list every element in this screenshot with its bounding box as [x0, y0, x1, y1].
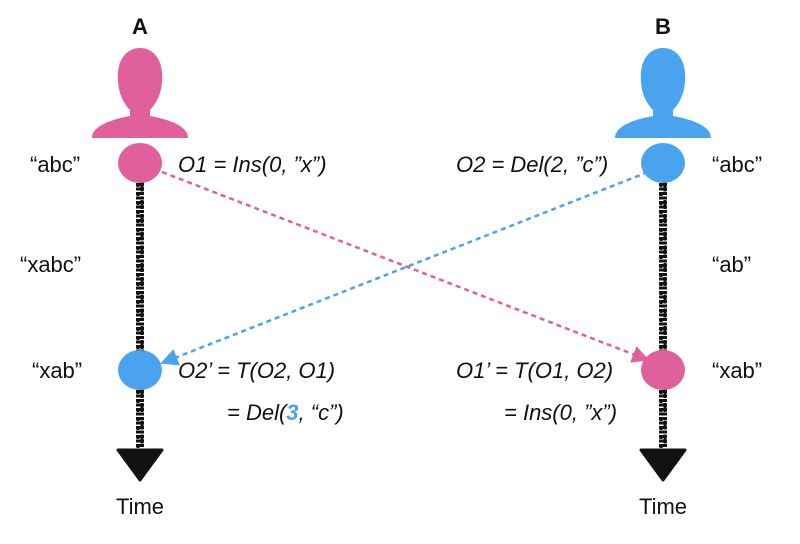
- timeline-a: [116, 165, 164, 482]
- time-label-b: Time: [639, 494, 687, 519]
- time-label-a: Time: [116, 494, 164, 519]
- op-o2-prime-label: O2’ = T(O2, O1): [178, 358, 335, 383]
- event-node-a-o2-prime: [118, 350, 162, 390]
- user-b-label: B: [655, 14, 671, 39]
- op-o2-label: O2 = Del(2, ”c”): [456, 152, 608, 177]
- timeline-b: [639, 165, 687, 482]
- state-a-middle: “xabc”: [20, 252, 81, 277]
- op-o2-prime-result-pre: = Del(: [227, 400, 289, 425]
- state-a-initial: “abc”: [30, 152, 80, 177]
- state-b-middle: “ab”: [712, 252, 751, 277]
- state-b-initial: “abc”: [712, 152, 762, 177]
- user-b-icon: [615, 48, 711, 138]
- op-o1-label: O1 = Ins(0, ”x”): [178, 152, 327, 177]
- op-o1-prime-result: = Ins(0, ”x”): [504, 400, 617, 425]
- event-node-b-o1-prime: [641, 350, 685, 390]
- op-o2-prime-result-post: , “c”): [299, 400, 344, 425]
- o2-transmission-arrow: [160, 170, 649, 366]
- state-b-final: “xab”: [712, 358, 762, 383]
- op-o1-prime-label: O1’ = T(O1, O2): [456, 358, 613, 383]
- event-node-a-o1: [118, 143, 162, 183]
- user-a-label: A: [132, 14, 148, 39]
- user-a-icon: [92, 48, 188, 138]
- state-a-final: “xab”: [32, 358, 82, 383]
- o1-transmission-arrow: [161, 170, 650, 363]
- op-o2-prime-result: = Del(3, “c”): [227, 400, 344, 425]
- event-node-b-o2: [641, 143, 685, 183]
- op-o2-prime-result-index: 3: [286, 400, 298, 425]
